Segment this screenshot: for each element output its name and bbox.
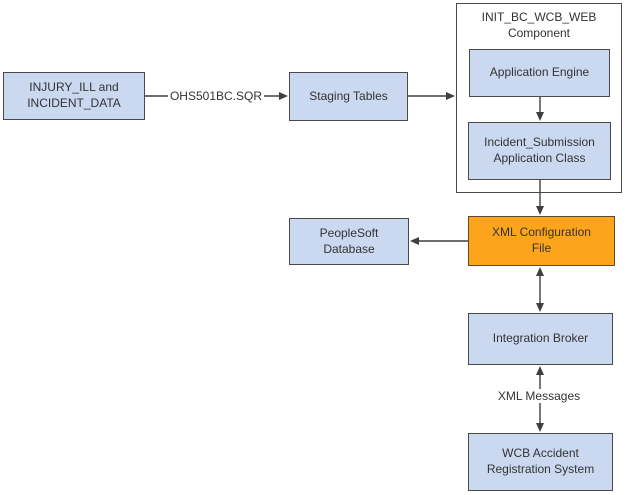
node-application-engine: Application Engine: [469, 49, 610, 97]
node-integration-broker: Integration Broker: [468, 313, 613, 365]
node-staging-tables: Staging Tables: [289, 72, 408, 121]
node-incident-submission: Incident_Submission Application Class: [468, 122, 611, 180]
node-wcb-accident-registration-system: WCB Accident Registration System: [468, 433, 613, 491]
node-peoplesoft-database: PeopleSoft Database: [289, 218, 409, 265]
edge-label-xml-messages: XML Messages: [495, 389, 583, 403]
arrow-staging-to-component: [408, 92, 455, 100]
node-xml-configuration-file: XML Configuration File: [468, 216, 615, 266]
component-container-title: INIT_BC_WCB_WEB Component: [481, 10, 597, 40]
edge-label-sqr-process: OHS501BC.SQR: [167, 89, 265, 103]
arrow-xmlconfig-broker-bidirectional: [536, 267, 544, 312]
node-injury-incident-data: INJURY_ILL and INCIDENT_DATA: [3, 72, 145, 120]
arrow-xmlconfig-to-peoplesoft: [410, 237, 468, 245]
